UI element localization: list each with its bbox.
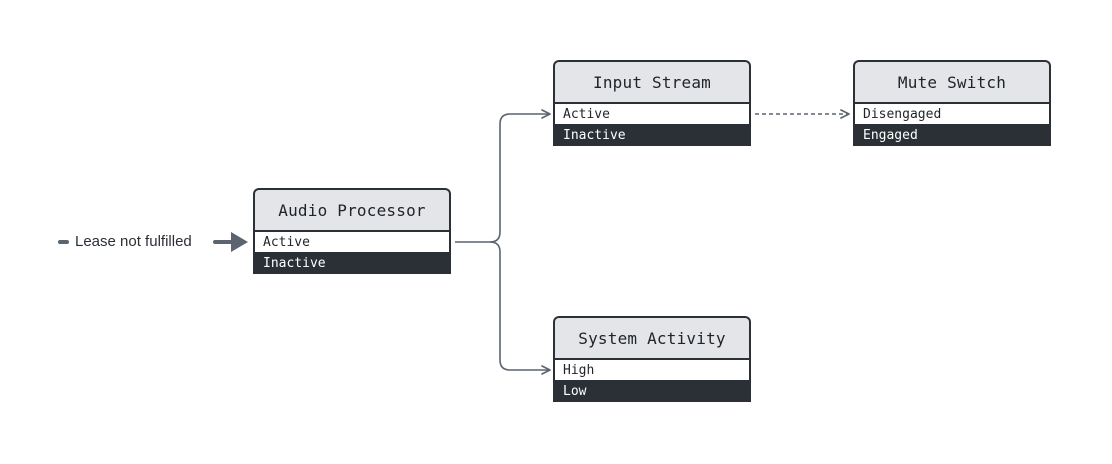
connector-to-input-stream <box>455 109 551 243</box>
node-audio-processor[interactable]: Audio Processor Active Inactive <box>253 188 451 274</box>
state-low[interactable]: Low <box>553 380 751 402</box>
state-active[interactable]: Active <box>253 230 451 252</box>
state-disengaged[interactable]: Disengaged <box>853 102 1051 124</box>
state-engaged[interactable]: Engaged <box>853 124 1051 146</box>
node-title: Mute Switch <box>853 60 1051 102</box>
entry-dash-marker <box>58 240 69 244</box>
state-high[interactable]: High <box>553 358 751 380</box>
entry-arrow <box>213 232 248 252</box>
state-inactive[interactable]: Inactive <box>253 252 451 274</box>
node-title: Audio Processor <box>253 188 451 230</box>
connector-to-system-activity <box>489 241 551 375</box>
node-title: Input Stream <box>553 60 751 102</box>
state-inactive[interactable]: Inactive <box>553 124 751 146</box>
node-input-stream[interactable]: Input Stream Active Inactive <box>553 60 751 146</box>
node-system-activity[interactable]: System Activity High Low <box>553 316 751 402</box>
state-active[interactable]: Active <box>553 102 751 124</box>
node-title: System Activity <box>553 316 751 358</box>
node-mute-switch[interactable]: Mute Switch Disengaged Engaged <box>853 60 1051 146</box>
entry-label: Lease not fulfilled <box>75 233 192 250</box>
